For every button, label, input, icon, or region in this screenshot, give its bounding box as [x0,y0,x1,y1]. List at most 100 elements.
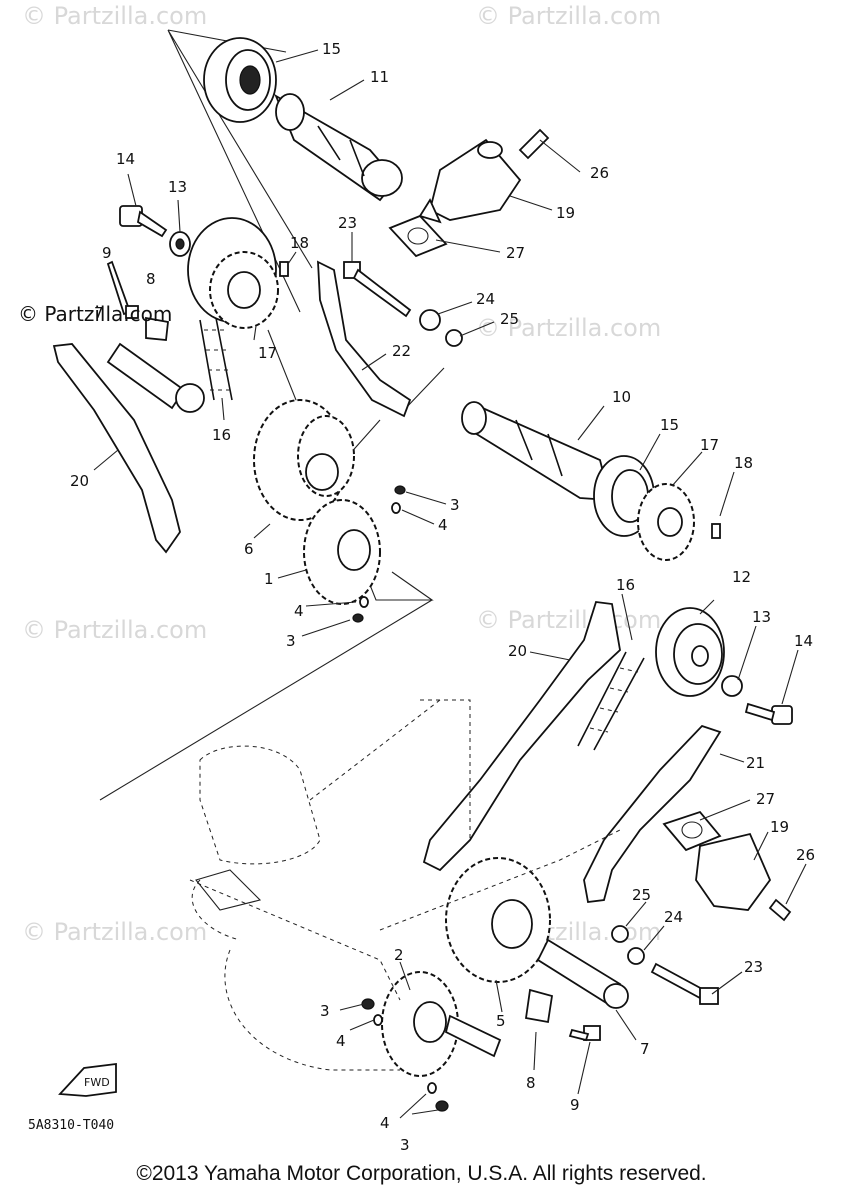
gear-1 [303,499,381,605]
cam-sprocket-upper [187,217,279,329]
nut-3-mid [352,613,364,623]
watermark: © Partzilla.com [476,314,662,342]
label-19: 19 [556,204,575,222]
label-10: 10 [612,388,631,406]
label-20: 20 [70,472,89,490]
label-25: 25 [632,886,651,904]
label-15: 15 [322,40,341,58]
cam-chain-16-upper [199,317,234,401]
label-14: 14 [116,150,135,168]
gear-5 [445,857,551,983]
watermark: © Partzilla.com [22,616,208,644]
washer-25-lower [611,925,629,943]
label-18: 18 [734,454,753,472]
label-12: 12 [732,568,751,586]
washer-4-mid [359,596,369,608]
label-24: 24 [664,908,683,926]
label-4: 4 [438,516,448,534]
part-labels: 15 11 26 19 27 14 13 23 18 9 8 7 24 25 1… [70,40,815,1154]
label-22: 22 [392,342,411,360]
bolt-9-lower [568,1025,601,1042]
diagram-code: 5A8310-T040 [28,1118,115,1133]
label-11: 11 [370,68,389,86]
label-9: 9 [102,244,112,262]
chain-guide-20-lower [422,601,621,872]
pin-18-lower [711,523,721,539]
label-3: 3 [450,496,460,514]
bolt-14-lower [744,702,793,725]
label-17: 17 [700,436,719,454]
washer-4-upper [391,502,401,514]
cam-chain-16-lower [577,651,645,751]
label-18: 18 [290,234,309,252]
engine-block-outline [189,699,621,1071]
label-3: 3 [320,1002,330,1020]
label-13: 13 [752,608,771,626]
label-23: 23 [744,958,763,976]
bolt-14-upper [119,205,168,238]
bearing-15-upper [203,37,277,123]
bolt-23-upper [343,261,412,318]
bolt-26-lower [768,898,792,922]
sprocket-17-lower [637,483,695,561]
bolt-26-upper [518,128,550,160]
label-7: 7 [640,1040,650,1058]
label-1: 1 [264,570,274,588]
label-4: 4 [294,602,304,620]
label-5: 5 [496,1012,506,1030]
washer-24-lower [627,947,645,965]
gasket-27-upper [388,214,448,258]
label-26: 26 [590,164,609,182]
label-3: 3 [286,632,296,650]
cam-sprocket-12-lower [655,607,725,697]
plate-8-upper [145,316,169,341]
bolt-9-upper [106,260,139,319]
gasket-27-lower [662,810,722,852]
label-3: 3 [400,1136,410,1154]
label-24: 24 [476,290,495,308]
label-27: 27 [506,244,525,262]
chain-tensioner-19-upper [418,138,522,224]
watermark: © Partzilla.com [22,2,208,30]
label-16: 16 [212,426,231,444]
copyright-notice: ©2013 Yamaha Motor Corporation, U.S.A. A… [136,1162,707,1185]
label-8: 8 [146,270,156,288]
label-8: 8 [526,1074,536,1092]
label-23: 23 [338,214,357,232]
label-14: 14 [794,632,813,650]
label-25: 25 [500,310,519,328]
label-9: 9 [570,1096,580,1114]
fwd-label: FWD [84,1076,110,1089]
washer-4-lower-a [373,1014,383,1026]
label-4: 4 [380,1114,390,1132]
label-16: 16 [616,576,635,594]
label-7: 7 [94,304,104,322]
washer-24-upper [419,309,441,331]
label-20: 20 [508,642,527,660]
watermark: © Partzilla.com [476,2,662,30]
leader-lines [93,49,807,1119]
label-21: 21 [746,754,765,772]
label-17: 17 [258,344,277,362]
nut-3-lower-b [435,1100,449,1112]
nut-3-upper [394,485,406,495]
label-2: 2 [394,946,404,964]
camshaft-10 [461,401,612,501]
watermark: © Partzilla.com [476,606,662,634]
camshaft-11 [274,93,403,202]
label-4: 4 [336,1032,346,1050]
tensioner-rod-7-upper [106,342,205,413]
chain-guide-22 [317,260,412,418]
pin-18-upper [279,261,289,277]
chain-tensioner-19-lower [695,832,772,911]
gear-6 [253,399,355,521]
label-26: 26 [796,846,815,864]
washer-13-lower [721,675,743,697]
washer-25-upper [445,329,463,347]
label-19: 19 [770,818,789,836]
chain-guide-20-upper [52,343,181,554]
watermark: © Partzilla.com [22,918,208,946]
label-15: 15 [660,416,679,434]
label-6: 6 [244,540,254,558]
